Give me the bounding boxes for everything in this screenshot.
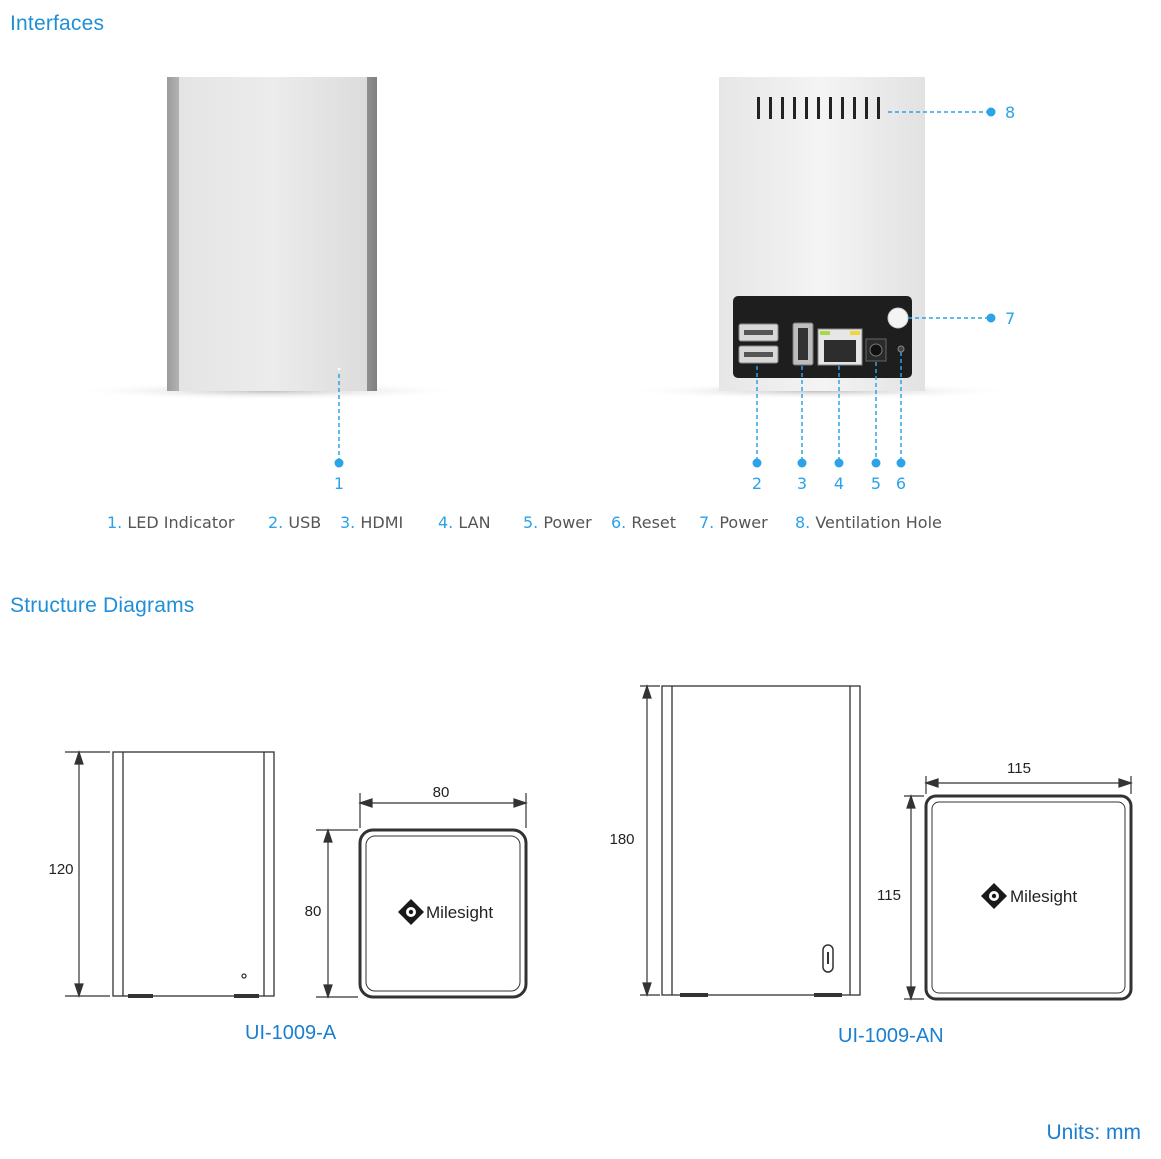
power-port <box>865 338 887 362</box>
legend-item-led: 1. LED Indicator <box>107 513 234 532</box>
small-height-dimension <box>65 750 110 998</box>
large-logo-text: Milesight <box>1010 887 1077 906</box>
milesight-logo-icon <box>398 899 424 925</box>
callout-8: 8 <box>1005 103 1015 122</box>
large-width-label: 115 <box>1007 760 1031 777</box>
legend-num: 8. <box>795 513 811 532</box>
large-depth-label: 115 <box>877 887 901 904</box>
callout-lines <box>338 111 990 462</box>
callout-3: 3 <box>797 474 807 493</box>
usb-ports <box>738 323 779 364</box>
large-height-dimension <box>640 684 660 997</box>
callout-1: 1 <box>334 474 344 493</box>
callout-5: 5 <box>871 474 881 493</box>
legend-item-lan: 4. LAN <box>438 513 491 532</box>
small-logo-text: Milesight <box>426 903 493 922</box>
small-depth-dimension <box>316 828 358 999</box>
large-height-label: 180 <box>609 831 634 848</box>
legend-label: Ventilation Hole <box>810 513 942 532</box>
legend-num: 6. <box>611 513 627 532</box>
section-title-structure: Structure Diagrams <box>10 594 195 617</box>
legend-label: Power <box>538 513 592 532</box>
small-height-label: 120 <box>48 861 73 878</box>
legend-num: 5. <box>523 513 539 532</box>
lan-port <box>817 328 863 366</box>
legend-item-reset: 6. Reset <box>611 513 676 532</box>
callout-7: 7 <box>1005 309 1015 328</box>
legend-item-hdmi: 3. HDMI <box>340 513 403 532</box>
small-width-label: 80 <box>433 784 450 801</box>
legend-label: USB <box>283 513 322 532</box>
large-width-dimension <box>924 776 1133 794</box>
front-device-right-edge <box>367 77 377 391</box>
reset-button <box>897 345 905 353</box>
small-depth-label: 80 <box>305 903 322 920</box>
legend-label: Power <box>714 513 768 532</box>
section-title-interfaces: Interfaces <box>10 12 105 35</box>
legend-num: 7. <box>699 513 715 532</box>
legend-num: 1. <box>107 513 123 532</box>
milesight-logo-icon <box>981 883 1007 909</box>
callout-dots <box>334 107 996 468</box>
legend-label: LED Indicator <box>122 513 235 532</box>
units-label: Units: mm <box>1046 1121 1142 1144</box>
callout-2: 2 <box>752 474 762 493</box>
legend-item-usb: 2. USB <box>268 513 321 532</box>
model-label-large: UI-1009-AN <box>838 1025 944 1047</box>
large-top-view <box>924 794 1133 1001</box>
legend-label: HDMI <box>355 513 404 532</box>
front-device-left-edge <box>167 77 179 391</box>
ventilation-hole <box>757 97 880 119</box>
callout-4: 4 <box>834 474 844 493</box>
callout-6: 6 <box>896 474 906 493</box>
led-indicator <box>336 366 342 372</box>
legend-label: Reset <box>626 513 677 532</box>
small-width-dimension <box>358 793 528 828</box>
power-button <box>887 307 909 329</box>
hdmi-port <box>792 322 814 366</box>
small-top-view <box>358 828 528 999</box>
legend-item-power-button: 7. Power <box>699 513 768 532</box>
legend-num: 4. <box>438 513 454 532</box>
legend-label: LAN <box>453 513 491 532</box>
small-side-view <box>112 751 275 998</box>
front-device-body <box>167 77 377 391</box>
large-depth-dimension <box>904 794 924 1001</box>
model-label-small: UI-1009-A <box>245 1022 337 1044</box>
legend-num: 2. <box>268 513 284 532</box>
legend-num: 3. <box>340 513 356 532</box>
legend-item-power-port: 5. Power <box>523 513 592 532</box>
large-side-view <box>661 685 861 997</box>
legend-item-ventilation: 8. Ventilation Hole <box>795 513 942 532</box>
